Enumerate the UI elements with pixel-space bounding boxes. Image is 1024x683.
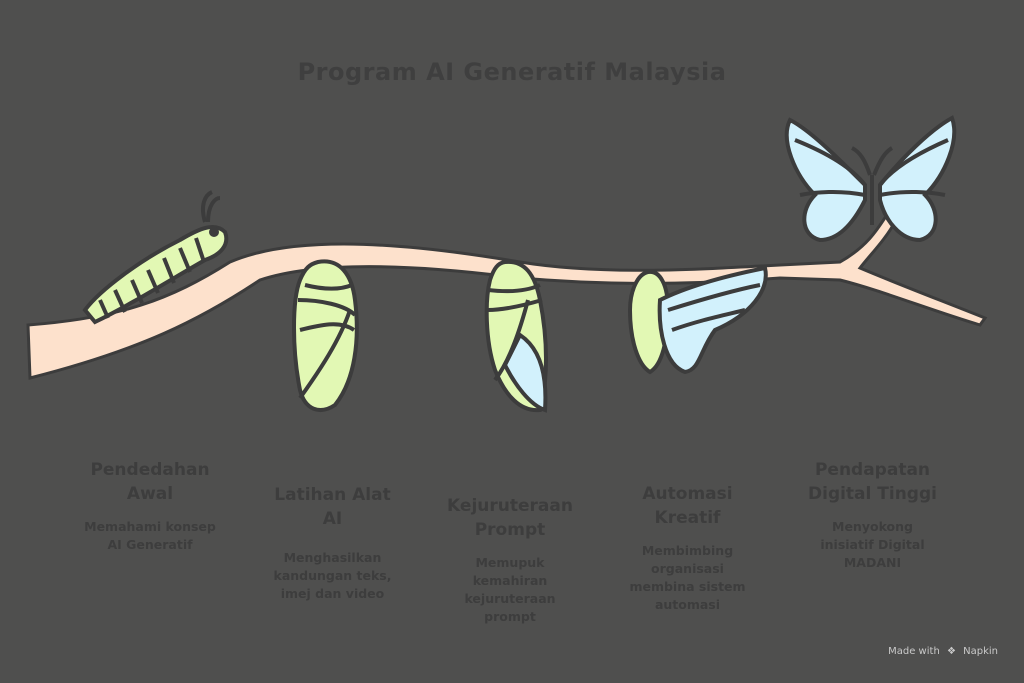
napkin-logo-icon: ❖ <box>946 646 956 657</box>
stage-pendedahan-awal: Pendedahan Awal Memahami konsep AI Gener… <box>55 458 245 554</box>
caterpillar-icon <box>82 190 229 325</box>
butterfly-icon <box>784 115 957 243</box>
stage-pendapatan-digital-tinggi: Pendapatan Digital Tinggi Menyokong inis… <box>775 458 970 572</box>
stage-automasi-kreatif: Automasi Kreatif Membimbing organisasi m… <box>600 482 775 614</box>
stage-description: Menyokong inisiatif Digital MADANI <box>820 519 925 570</box>
stage-title: Automasi Kreatif <box>642 484 733 528</box>
stage-title: Kejuruteraan Prompt <box>447 496 573 540</box>
branch-icon <box>26 206 988 380</box>
stage-description: Membimbing organisasi membina sistem aut… <box>629 543 746 612</box>
stage-title: Pendedahan Awal <box>90 460 210 504</box>
stage-description: Menghasilkan kandungan teks, imej dan vi… <box>273 550 392 601</box>
stage-description: Memupuk kemahiran kejuruteraan prompt <box>464 555 556 624</box>
hatching-butterfly-icon <box>627 265 768 375</box>
stage-description: Memahami konsep AI Generatif <box>84 519 216 552</box>
stage-title: Pendapatan Digital Tinggi <box>808 460 937 504</box>
chrysalis-icon <box>292 259 359 412</box>
stage-title: Latihan Alat AI <box>274 485 391 529</box>
stage-latihan-alat-ai: Latihan Alat AI Menghasilkan kandungan t… <box>240 483 425 603</box>
stage-kejuruteraan-prompt: Kejuruteraan Prompt Memupuk kemahiran ke… <box>420 494 600 626</box>
made-with-napkin-credit[interactable]: Made with ❖ Napkin <box>888 646 998 657</box>
emerging-chrysalis-icon <box>484 259 548 413</box>
diagram-title: Program AI Generatif Malaysia <box>297 58 727 86</box>
